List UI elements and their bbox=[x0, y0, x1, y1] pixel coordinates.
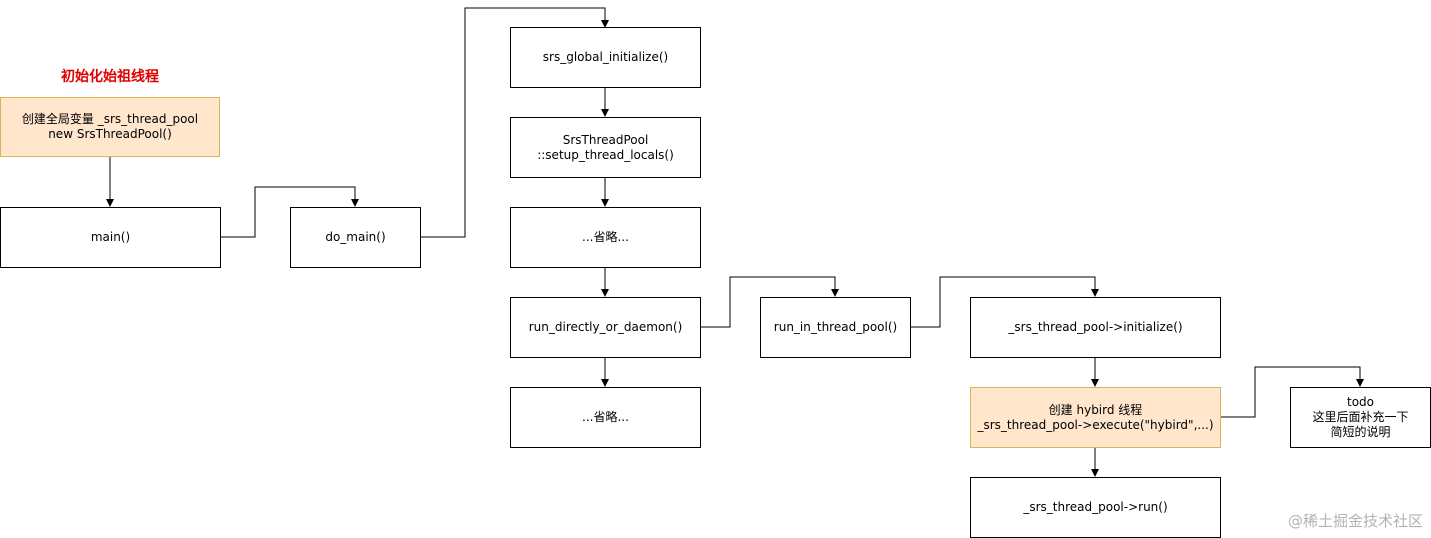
node-omit-1: ...省略... bbox=[510, 207, 701, 268]
edge-thread-pool-to-initialize bbox=[910, 276, 1099, 328]
node-main: main() bbox=[0, 207, 221, 268]
node-run-in-thread-pool-label: run_in_thread_pool() bbox=[773, 320, 898, 334]
node-srs-global-initialize-label: srs_global_initialize() bbox=[542, 50, 669, 64]
node-todo-line1: todo bbox=[1346, 395, 1374, 409]
node-do-main: do_main() bbox=[290, 207, 421, 268]
edge-create-hybird-to-todo bbox=[1220, 366, 1364, 418]
node-todo-line3: 简短的说明 bbox=[1330, 425, 1391, 439]
node-global-var-line1: 创建全局变量 _srs_thread_pool bbox=[21, 112, 199, 126]
node-omit-2: ...省略... bbox=[510, 387, 701, 448]
node-omit-2-label: ...省略... bbox=[582, 410, 629, 424]
node-create-hybird: 创建 hybird 线程 _srs_thread_pool->execute("… bbox=[970, 387, 1221, 448]
node-pool-initialize: _srs_thread_pool->initialize() bbox=[970, 297, 1221, 358]
edge-run-directly-to-thread-pool bbox=[700, 276, 839, 328]
node-setup-thread-locals: SrsThreadPool ::setup_thread_locals() bbox=[510, 117, 701, 178]
edge-main-to-do-main bbox=[220, 186, 359, 238]
node-setup-thread-locals-line1: SrsThreadPool bbox=[562, 132, 649, 147]
node-srs-global-initialize: srs_global_initialize() bbox=[510, 27, 701, 88]
node-omit-1-label: ...省略... bbox=[582, 230, 629, 244]
node-pool-run: _srs_thread_pool->run() bbox=[970, 477, 1221, 538]
node-main-label: main() bbox=[90, 230, 131, 244]
node-create-hybird-line2: _srs_thread_pool->execute("hybird",...) bbox=[977, 417, 1214, 432]
node-global-var-line2: new SrsThreadPool() bbox=[48, 127, 172, 141]
node-pool-run-label: _srs_thread_pool->run() bbox=[1023, 500, 1168, 514]
node-run-directly-or-daemon-label: run_directly_or_daemon() bbox=[528, 320, 683, 334]
node-create-hybird-line1: 创建 hybird 线程 bbox=[1048, 402, 1143, 417]
node-todo-line2: 这里后面补充一下 bbox=[1312, 410, 1409, 424]
node-do-main-label: do_main() bbox=[325, 230, 386, 244]
node-todo: todo 这里后面补充一下 简短的说明 bbox=[1290, 387, 1431, 448]
node-global-var: 创建全局变量 _srs_thread_pool new SrsThreadPoo… bbox=[0, 97, 220, 157]
node-pool-initialize-label: _srs_thread_pool->initialize() bbox=[1008, 320, 1183, 334]
watermark: @稀土掘金技术社区 bbox=[1287, 512, 1423, 530]
node-setup-thread-locals-line2: ::setup_thread_locals() bbox=[537, 147, 674, 162]
node-run-directly-or-daemon: run_directly_or_daemon() bbox=[510, 297, 701, 358]
diagram-title: 初始化始祖线程 bbox=[61, 69, 159, 85]
edge-do-main-to-global-initialize bbox=[420, 7, 609, 238]
node-run-in-thread-pool: run_in_thread_pool() bbox=[760, 297, 911, 358]
